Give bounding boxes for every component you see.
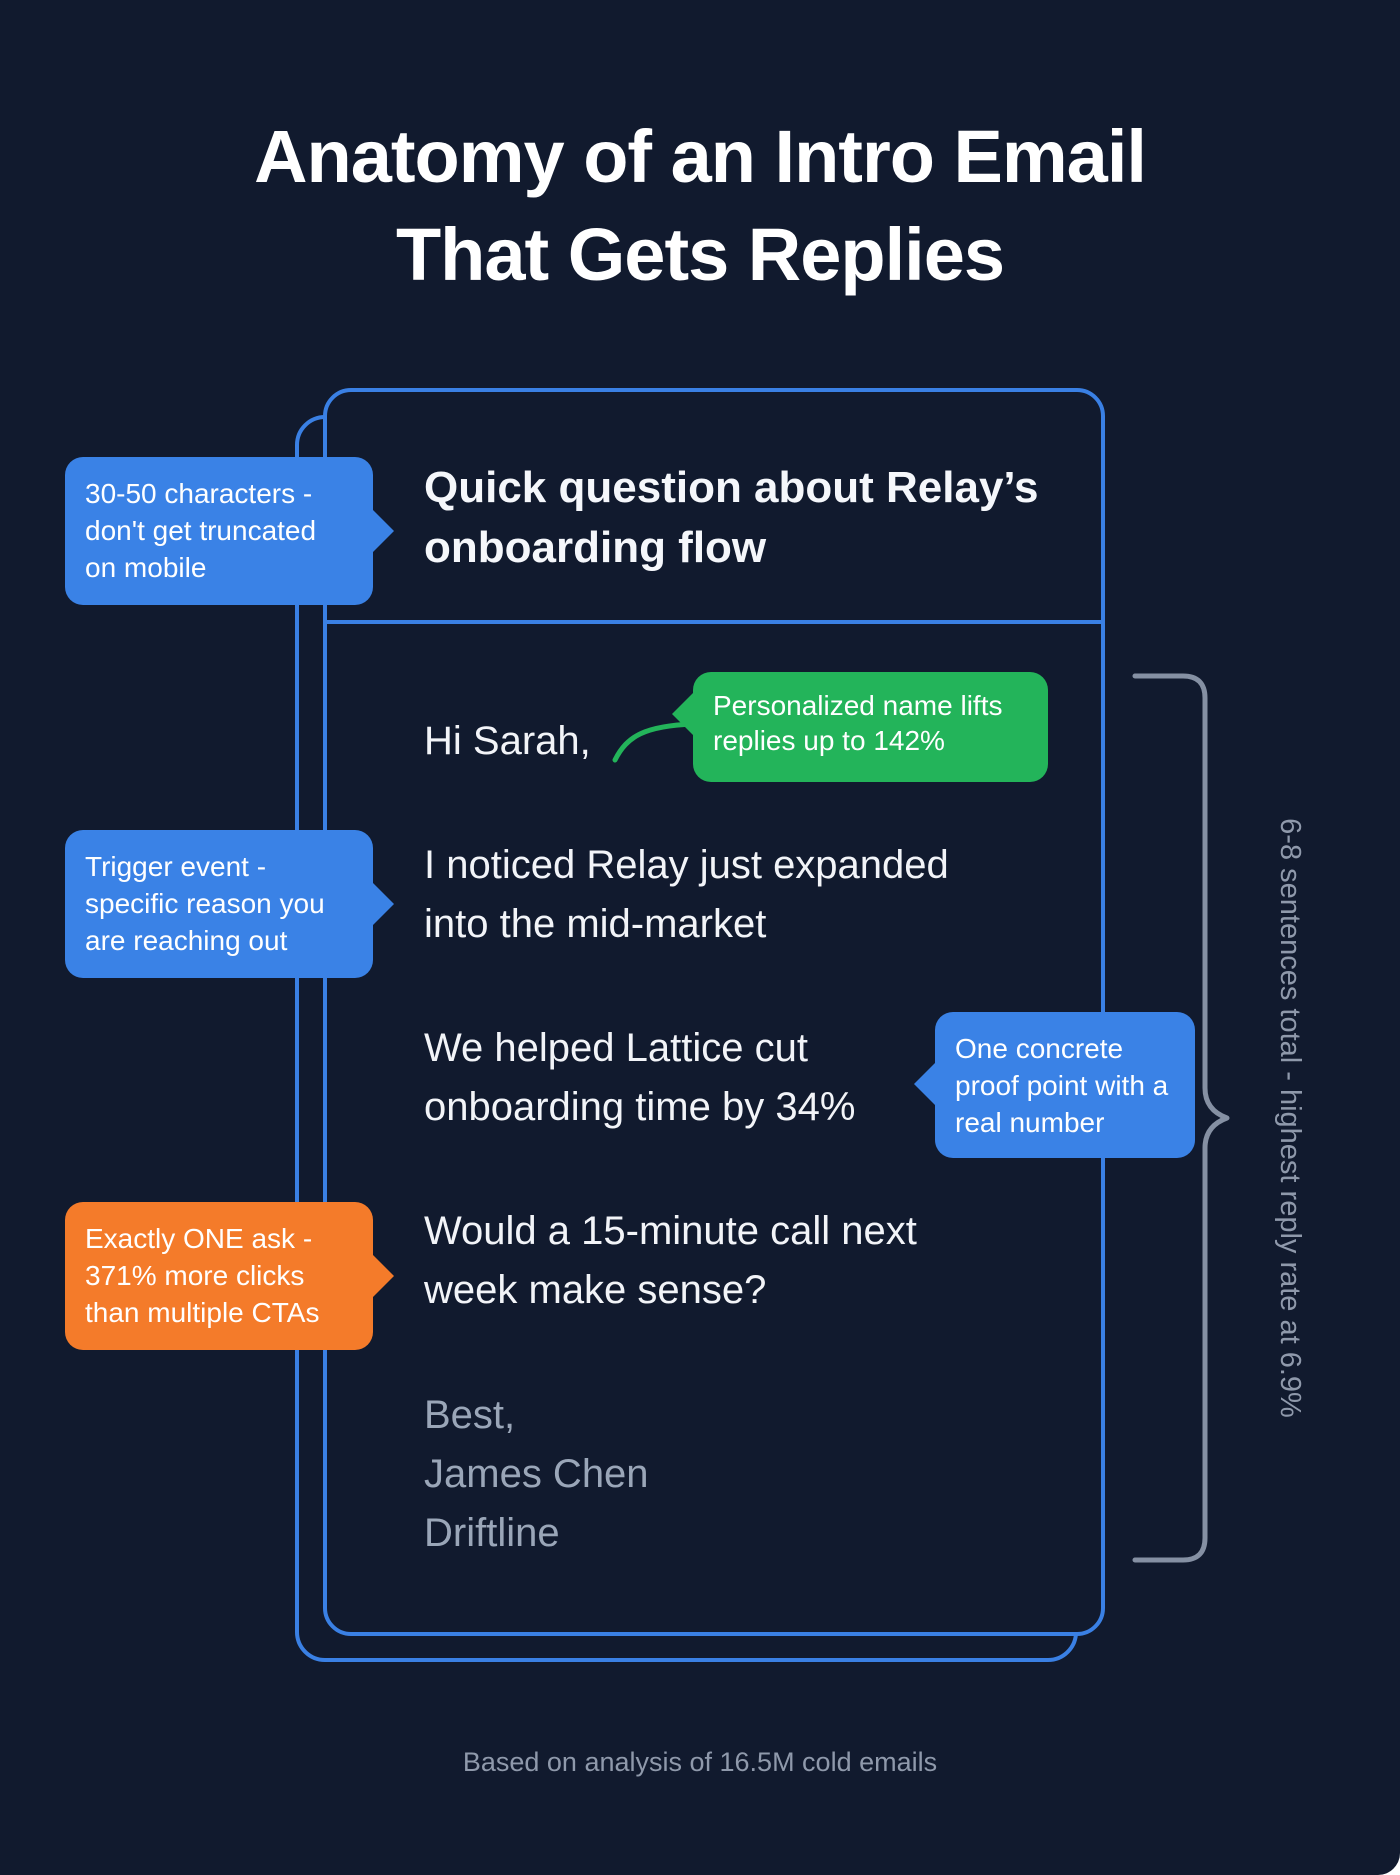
signature-closing: Best,: [424, 1393, 516, 1437]
callout-pointer: [914, 1062, 936, 1106]
subject-divider: [327, 620, 1101, 624]
callout-pointer: [372, 1254, 394, 1298]
callout-proof-point: One concrete proof point with a real num…: [914, 1012, 1195, 1158]
email-signature: Best, James Chen Driftline: [424, 1386, 984, 1563]
callout-personalized-text: Personalized name lifts replies up to 14…: [713, 690, 1003, 756]
signature-name: James Chen: [424, 1452, 649, 1496]
email-subject-line: Quick question about Relay’s onboarding …: [424, 463, 1039, 572]
callout-pointer: [672, 692, 694, 736]
callout-trigger-text: Trigger event - specific reason you are …: [85, 851, 325, 956]
callout-proof-text: One concrete proof point with a real num…: [955, 1033, 1169, 1138]
callout-subject-length: 30-50 characters - don't get truncated o…: [65, 457, 394, 605]
email-ask-paragraph: Would a 15-minute call next week make se…: [424, 1209, 917, 1312]
source-footnote: Based on analysis of 16.5M cold emails: [462, 1747, 938, 1777]
email-greeting: Hi Sarah,: [424, 719, 591, 763]
callout-subject-text: 30-50 characters - don't get truncated o…: [85, 478, 317, 583]
callout-trigger-event: Trigger event - specific reason you are …: [65, 830, 394, 978]
sentence-count-note: 6-8 sentences total - highest reply rate…: [1274, 818, 1306, 1418]
callout-single-ask: Exactly ONE ask - 371% more clicks than …: [65, 1202, 394, 1350]
callout-pointer: [372, 882, 394, 926]
title-line-1: Anatomy of an Intro Email: [254, 115, 1147, 198]
callout-personalized-name: Personalized name lifts replies up to 14…: [672, 672, 1048, 782]
callout-ask-text: Exactly ONE ask - 371% more clicks than …: [85, 1223, 320, 1328]
body-length-brace: [1132, 673, 1230, 1563]
page-title: Anatomy of an Intro Email That Gets Repl…: [0, 108, 1400, 304]
signature-company: Driftline: [424, 1511, 560, 1555]
email-proof-paragraph: We helped Lattice cut onboarding time by…: [424, 1026, 856, 1129]
title-line-2: That Gets Replies: [395, 213, 1005, 296]
callout-pointer: [372, 509, 394, 553]
email-trigger-paragraph: I noticed Relay just expanded into the m…: [424, 843, 949, 946]
